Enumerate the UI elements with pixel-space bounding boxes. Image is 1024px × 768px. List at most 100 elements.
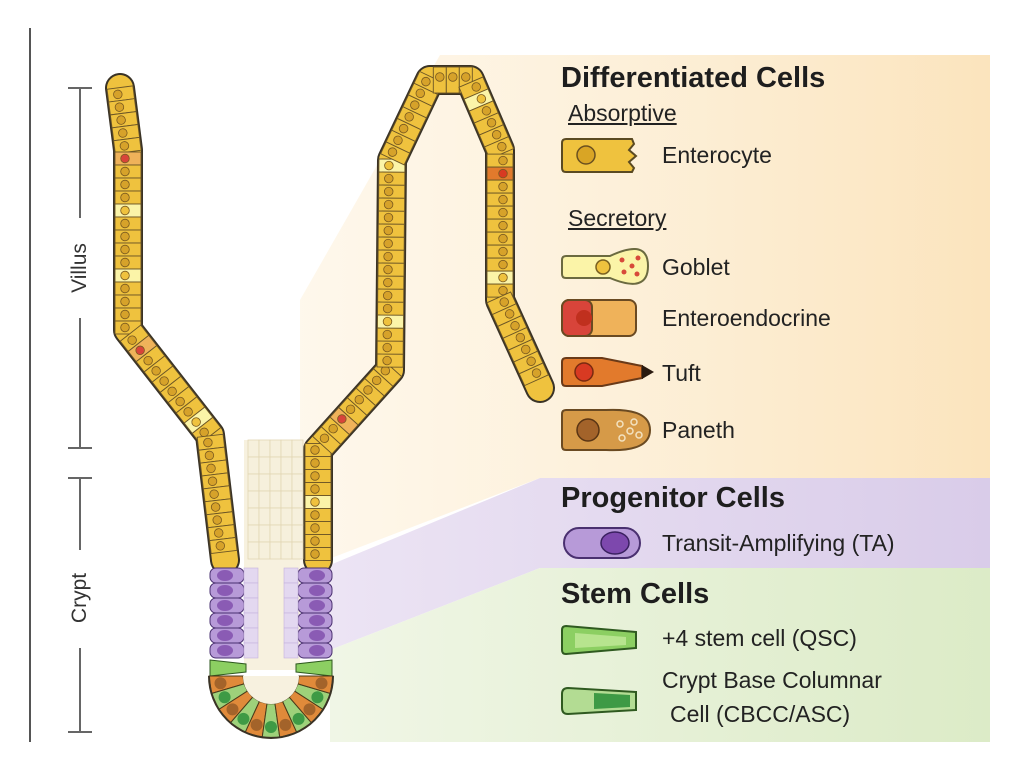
ta-inner-cell: [283, 597, 299, 614]
cell-nucleus: [120, 270, 130, 281]
cell-nucleus: [119, 141, 130, 151]
stromal-cell: [291, 490, 304, 509]
stromal-cell: [269, 541, 282, 560]
ta-inner-cell: [243, 642, 259, 659]
ta-nucleus: [217, 615, 233, 626]
stromal-cell: [258, 473, 271, 492]
stromal-cell: [258, 439, 271, 458]
ta-nucleus: [309, 600, 325, 611]
cell-nucleus: [393, 135, 403, 146]
ta-nucleus: [309, 615, 325, 626]
paneth-nucleus: [214, 677, 227, 690]
enterocyte-label: Enterocyte: [662, 142, 772, 168]
cell-nucleus: [497, 141, 507, 152]
cell-nucleus: [310, 445, 320, 455]
cell-nucleus: [114, 102, 125, 112]
enteroendocrine-icon: [561, 299, 637, 337]
stromal-cell: [247, 541, 260, 560]
cell-nucleus: [135, 345, 145, 356]
cell-nucleus: [113, 89, 123, 100]
cbcc-stem-cell-icon: [561, 686, 637, 716]
cell-nucleus: [120, 166, 130, 177]
crypt-axis-label: Crypt: [68, 570, 92, 626]
cell-nucleus: [510, 321, 520, 331]
stromal-cell: [280, 490, 293, 509]
cell-nucleus: [310, 458, 320, 468]
paneth-nucleus: [279, 718, 292, 731]
cell-nucleus: [310, 471, 320, 481]
cell-nucleus: [499, 297, 509, 307]
cell-nucleus: [151, 366, 161, 376]
stem-band: [330, 568, 990, 742]
ta-nucleus: [217, 570, 233, 581]
stromal-cell: [280, 473, 293, 492]
enterocyte-icon: [561, 138, 638, 173]
cell-nucleus: [404, 112, 414, 122]
cell-nucleus: [383, 225, 394, 236]
paneth-nucleus: [303, 703, 316, 716]
stromal-cell: [258, 524, 271, 543]
stromal-cell: [280, 439, 293, 458]
cell-nucleus: [310, 523, 320, 533]
cell-nucleus: [191, 417, 201, 427]
cell-nucleus: [371, 375, 382, 386]
ta-inner-cell: [283, 612, 299, 629]
cell-nucleus: [382, 355, 392, 366]
stromal-cell: [291, 473, 304, 492]
ta-inner-cell: [283, 582, 299, 599]
cell-nucleus: [167, 386, 177, 397]
cell-nucleus: [310, 536, 320, 546]
cell-nucleus: [476, 94, 487, 104]
stromal-cell: [269, 507, 282, 526]
stromal-cell: [291, 456, 304, 475]
ta-nucleus: [217, 600, 233, 611]
tuft-icon: [561, 357, 654, 387]
cell-nucleus: [448, 72, 458, 82]
differentiated-band: [300, 55, 990, 570]
cell-nucleus: [498, 155, 508, 166]
cell-nucleus: [143, 355, 153, 366]
ta-inner-cell: [243, 567, 259, 584]
paneth-nucleus: [250, 718, 263, 731]
cell-nucleus: [120, 309, 130, 320]
cbcc-nucleus: [311, 691, 324, 704]
cell-nucleus: [498, 207, 508, 218]
cell-nucleus: [486, 118, 497, 128]
cell-nucleus: [410, 100, 420, 110]
stromal-cell: [291, 541, 304, 560]
tuft-label: Tuft: [662, 360, 701, 386]
villus-axis-label: Villus: [68, 238, 92, 298]
stromal-cell: [269, 490, 282, 509]
stromal-cell: [247, 473, 260, 492]
ta-inner-cell: [243, 582, 259, 599]
cell-nucleus: [515, 332, 526, 343]
stromal-cell: [269, 439, 282, 458]
stromal-cell: [280, 541, 293, 560]
secretory-heading: Secretory: [568, 205, 667, 231]
cell-nucleus: [398, 123, 409, 134]
stromal-cell: [280, 524, 293, 543]
ta-inner-cell: [283, 567, 299, 584]
ta-nucleus: [309, 585, 325, 596]
cell-nucleus: [384, 160, 394, 171]
cell-nucleus: [498, 194, 508, 205]
stromal-cell: [280, 507, 293, 526]
goblet-label: Goblet: [662, 254, 730, 280]
cell-nucleus: [384, 186, 394, 197]
cell-nucleus: [310, 510, 320, 520]
cell-nucleus: [120, 192, 130, 203]
cell-nucleus: [382, 316, 393, 327]
cell-nucleus: [383, 199, 394, 210]
cell-nucleus: [116, 115, 126, 125]
stromal-cell: [247, 507, 260, 526]
cell-nucleus: [345, 404, 356, 414]
stromal-cell: [247, 524, 260, 543]
cell-nucleus: [498, 181, 508, 192]
ta-nucleus: [217, 585, 233, 596]
stromal-cell: [258, 507, 271, 526]
cell-nucleus: [120, 231, 130, 242]
ta-inner-cell: [243, 612, 259, 629]
cell-nucleus: [498, 233, 508, 244]
cell-nucleus: [210, 502, 221, 512]
cell-nucleus: [175, 396, 185, 407]
